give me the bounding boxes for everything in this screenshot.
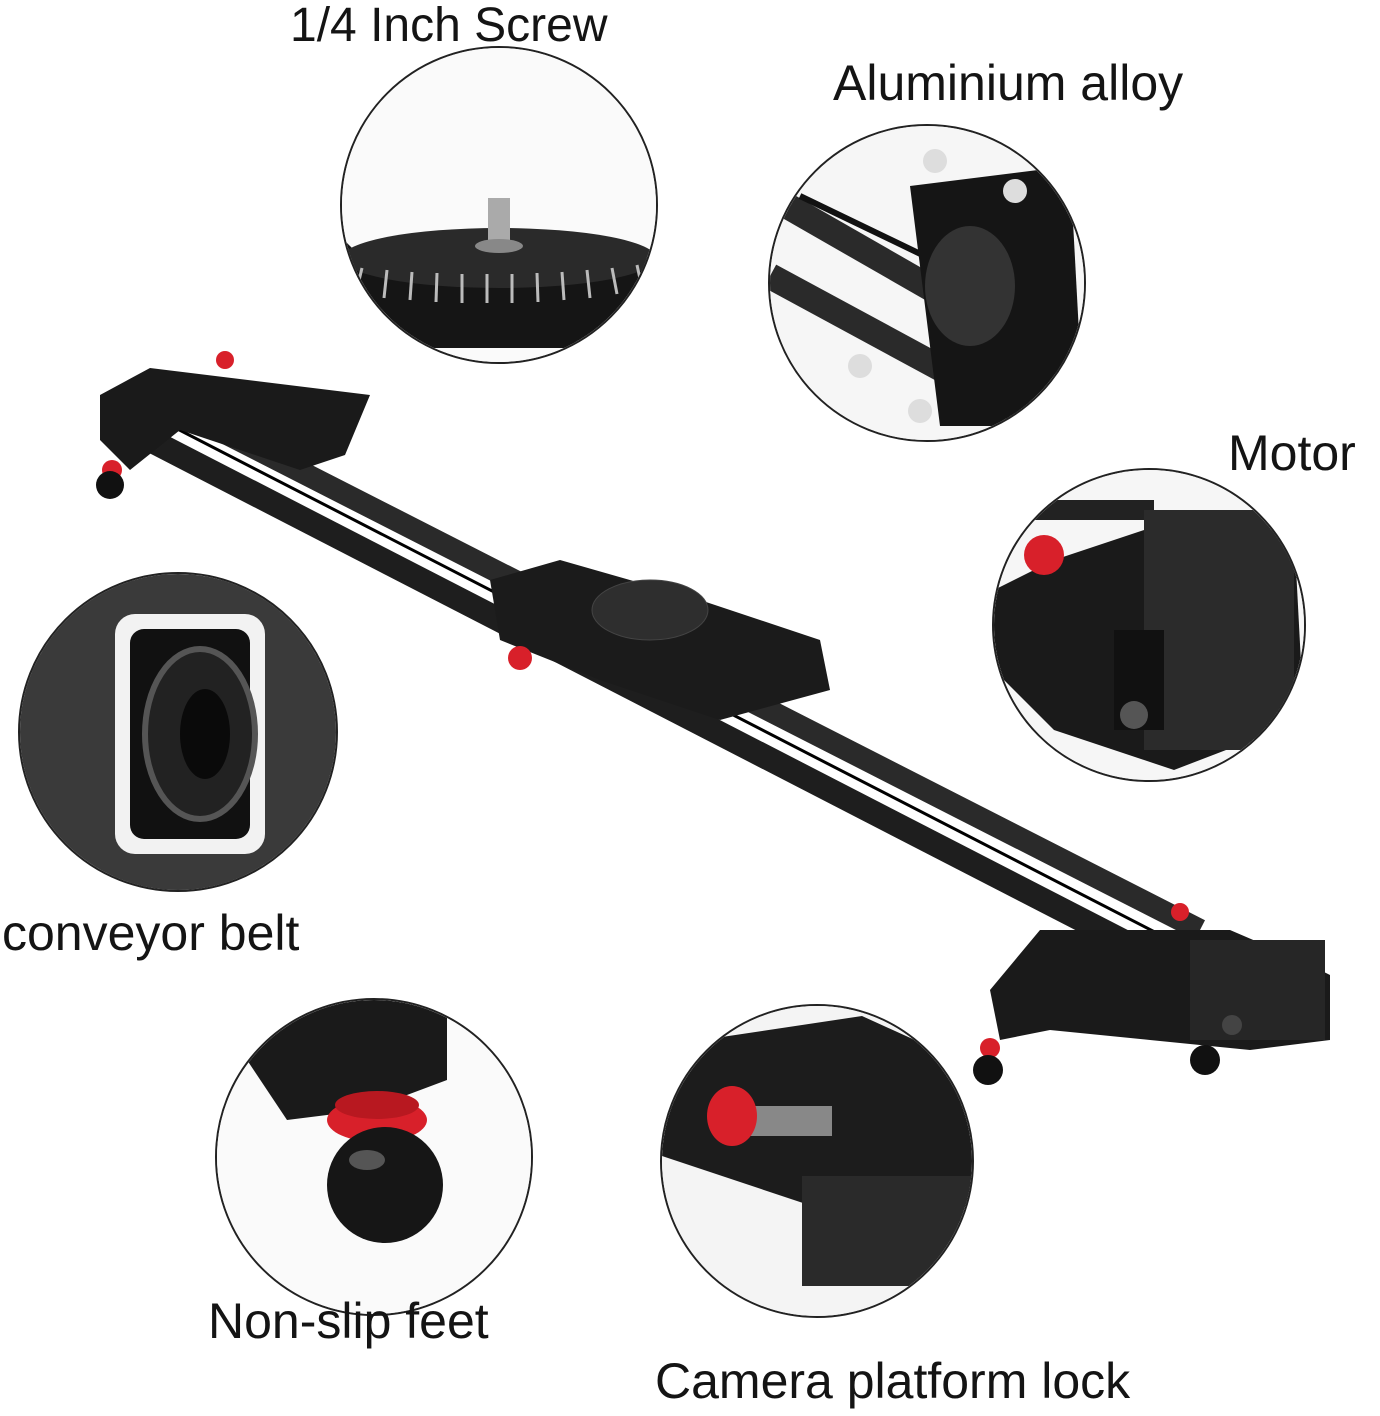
carriage-lock-knob (508, 646, 532, 670)
camera-carriage (490, 560, 830, 720)
motor-housing (1190, 940, 1325, 1040)
detail-circle-motor (992, 468, 1306, 782)
callout-label-alloy: Aluminium alloy (833, 55, 1184, 111)
callout-label-screw: 1/4 Inch Screw (290, 0, 608, 52)
detail-circle-lock (660, 1004, 974, 1318)
right-knob-red (1171, 903, 1189, 921)
callout-label-feet: Non-slip feet (208, 1293, 489, 1349)
detail-circle-belt (18, 572, 338, 892)
motor-icon (1144, 510, 1294, 750)
right-foot-2 (1190, 1045, 1220, 1075)
left-end-plate (100, 368, 370, 470)
carriage-turntable (591, 579, 709, 641)
screw-icon (488, 198, 510, 243)
right-end-plate (990, 930, 1330, 1050)
detail-circle-feet (215, 998, 533, 1316)
detail-circle-screw (340, 46, 658, 364)
callout-label-lock: Camera platform lock (655, 1353, 1131, 1409)
left-foot (96, 471, 124, 499)
callout-label-belt: conveyor belt (2, 905, 300, 961)
callout-label-motor: Motor (1228, 425, 1356, 481)
right-foot-1 (973, 1055, 1003, 1085)
left-knob-red (216, 351, 234, 369)
lock-knob-icon (707, 1086, 757, 1146)
ball-foot-icon (327, 1127, 443, 1243)
detail-circle-alloy (768, 124, 1086, 442)
